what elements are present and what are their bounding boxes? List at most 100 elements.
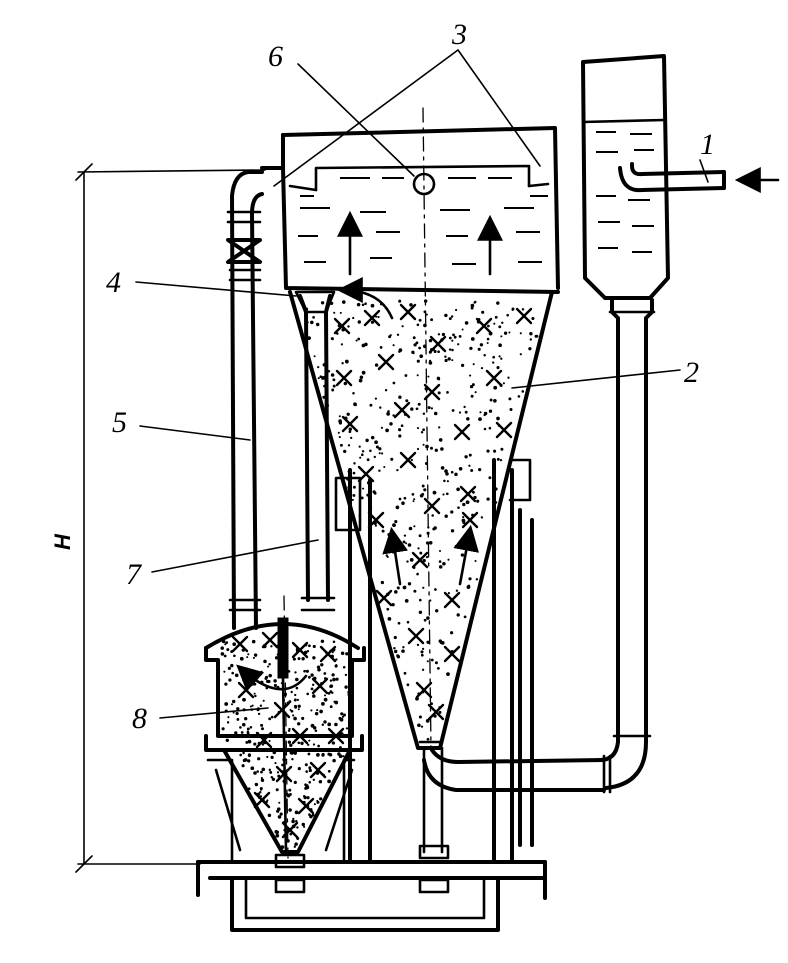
suspension-dot <box>295 736 298 739</box>
crystal-x-mark <box>461 511 479 529</box>
suspension-dot <box>247 653 250 656</box>
suspension-dot <box>428 541 433 545</box>
suspension-dot <box>420 725 424 728</box>
suspension-dot <box>496 416 500 421</box>
suspension-dot <box>448 336 452 340</box>
overflow-curve-arrow <box>336 277 394 320</box>
suspension-dot <box>306 692 310 696</box>
suspension-dot <box>310 687 314 691</box>
suspension-dot <box>352 316 355 320</box>
suspension-dot <box>303 650 308 655</box>
suspension-dot <box>263 740 267 745</box>
suspension-dot <box>221 639 226 644</box>
suspension-dot <box>374 363 379 367</box>
suspension-dot <box>283 734 288 739</box>
suspension-dot <box>242 758 247 763</box>
crystal-x-mark <box>377 353 395 371</box>
suspension-dot <box>398 542 402 546</box>
suspension-dot <box>327 692 331 695</box>
suspension-dot <box>306 649 310 653</box>
suspension-dot <box>308 781 311 784</box>
suspension-dot <box>245 667 250 671</box>
suspension-dot <box>499 458 503 462</box>
suspension-dot <box>413 525 416 528</box>
suspension-dot <box>340 712 344 716</box>
suspension-dot <box>393 635 397 640</box>
suspension-dot <box>400 424 404 428</box>
suspension-dot <box>403 534 407 537</box>
suspension-dot <box>498 325 502 329</box>
suspension-dot <box>531 316 535 321</box>
suspension-dot <box>469 374 472 377</box>
suspension-dot <box>366 458 370 462</box>
suspension-dot <box>225 641 229 644</box>
suspension-dot <box>415 407 419 411</box>
suspension-dot <box>494 501 498 504</box>
suspension-dot <box>227 666 231 670</box>
suspension-dot <box>224 702 229 706</box>
suspension-dot <box>359 456 362 459</box>
suspension-dot <box>273 679 277 683</box>
suspension-dot <box>282 640 286 644</box>
suspension-dot <box>374 397 378 400</box>
suspension-dot <box>226 648 230 652</box>
suspension-dot <box>254 694 257 698</box>
suspension-dot <box>283 752 287 756</box>
suspension-dot <box>344 685 348 689</box>
suspension-dot <box>270 755 274 760</box>
suspension-dot <box>395 505 400 510</box>
suspension-dot <box>391 603 395 607</box>
suspension-dot <box>310 673 314 677</box>
suspension-dot <box>339 443 343 447</box>
suspension-dot <box>500 335 503 338</box>
suspension-dot <box>450 470 454 474</box>
suspension-dot <box>348 430 352 434</box>
suspension-dot <box>457 506 460 510</box>
suspension-dot <box>355 339 358 342</box>
suspension-dot <box>451 348 454 352</box>
suspension-dot <box>337 752 341 756</box>
suspension-dot <box>521 308 525 311</box>
suspension-dot <box>330 730 333 733</box>
suspension-dot <box>340 651 345 656</box>
suspension-dot <box>281 763 284 767</box>
suspension-dot <box>374 440 378 445</box>
suspension-dot <box>389 422 393 426</box>
crystal-x-mark <box>273 701 291 719</box>
suspension-dot <box>418 346 421 350</box>
suspension-dot <box>246 686 250 690</box>
suspension-dot <box>294 706 298 709</box>
suspension-dot <box>239 726 242 729</box>
suspension-dot <box>240 731 244 734</box>
suspension-dot <box>373 521 377 525</box>
suspension-dot <box>309 809 313 813</box>
suspension-dot <box>331 651 334 654</box>
suspension-dot <box>437 667 440 670</box>
suspension-dot <box>474 391 477 394</box>
suspension-dot <box>320 639 325 644</box>
suspension-dot <box>260 723 264 727</box>
suspension-dot <box>383 465 386 469</box>
suspension-dot <box>273 683 277 688</box>
suspension-dot <box>423 323 427 328</box>
suspension-dot <box>329 685 333 688</box>
suspension-dot <box>249 726 253 729</box>
suspension-dot <box>321 376 325 380</box>
suspension-dot <box>362 487 365 490</box>
crystal-x-mark <box>443 645 461 663</box>
suspension-dot <box>369 449 372 453</box>
suspension-dot <box>319 797 323 801</box>
suspension-dot <box>427 406 431 410</box>
suspension-dot <box>401 325 404 328</box>
suspension-dot <box>511 308 514 312</box>
suspension-dot <box>282 820 286 825</box>
support-frame <box>196 458 547 932</box>
suspension-dot <box>286 701 290 704</box>
suspension-dot <box>228 678 232 682</box>
suspension-dot <box>463 535 467 540</box>
suspension-dot <box>457 343 460 346</box>
suspension-dot <box>294 693 297 697</box>
suspension-dot <box>426 640 430 644</box>
suspension-dot <box>339 717 344 722</box>
suspension-dot <box>247 673 252 678</box>
